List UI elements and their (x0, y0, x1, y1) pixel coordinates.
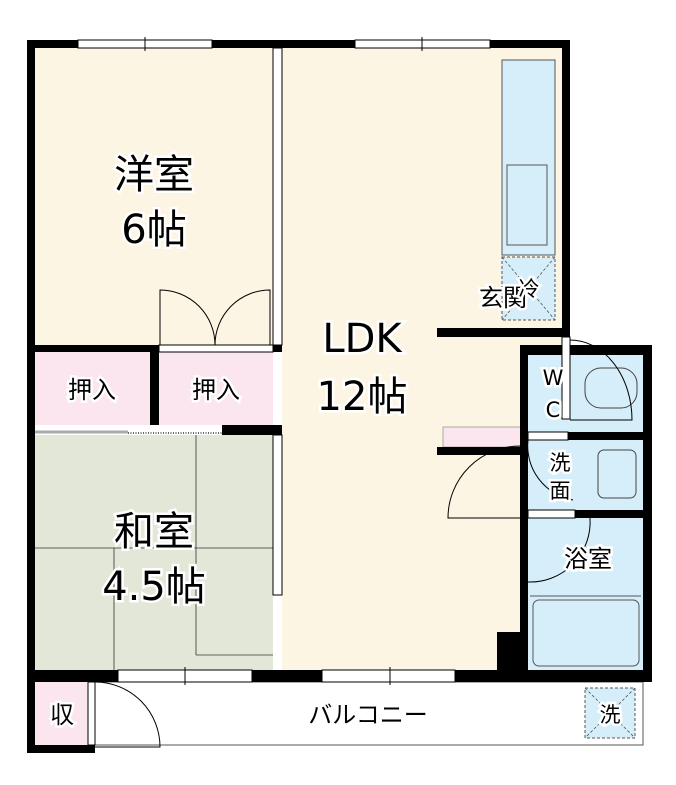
japanese-room-floor (35, 435, 273, 670)
japanese-room-size: 4.5帖 (102, 564, 206, 610)
closet-2-floor (159, 352, 273, 425)
fridge-label: 冷 (519, 277, 540, 301)
ldk-name: LDK (322, 316, 403, 362)
washroom-label-2: 面 (550, 479, 571, 503)
bathtub (532, 599, 640, 667)
entrance-label: 玄関 (479, 284, 527, 312)
japanese-room-name: 和室 (114, 509, 194, 555)
western-room-size: 6帖 (121, 207, 186, 253)
wc-label-c: C (546, 398, 561, 422)
closet-1-floor (35, 352, 150, 425)
toilet (584, 367, 638, 409)
closet-2-label: 押入 (192, 376, 240, 404)
closet-1-label: 押入 (68, 376, 116, 404)
western-room-floor (35, 48, 273, 345)
tatami-lines (35, 435, 273, 670)
washroom-label-1: 洗 (550, 451, 571, 475)
door-swings (94, 289, 633, 748)
western-room-name: 洋室 (114, 152, 194, 198)
ldk-size: 12帖 (317, 374, 408, 420)
wash-basin (597, 449, 637, 499)
bathroom-label: 浴室 (564, 545, 612, 573)
storage-floor (35, 682, 88, 745)
storage-label: 収 (50, 701, 74, 729)
balcony-label: バルコニー (308, 701, 428, 729)
windows (77, 37, 571, 746)
washer-label: 洗 (600, 703, 621, 727)
kitchen-sink (506, 164, 548, 246)
wc-label-w: W (543, 366, 564, 390)
